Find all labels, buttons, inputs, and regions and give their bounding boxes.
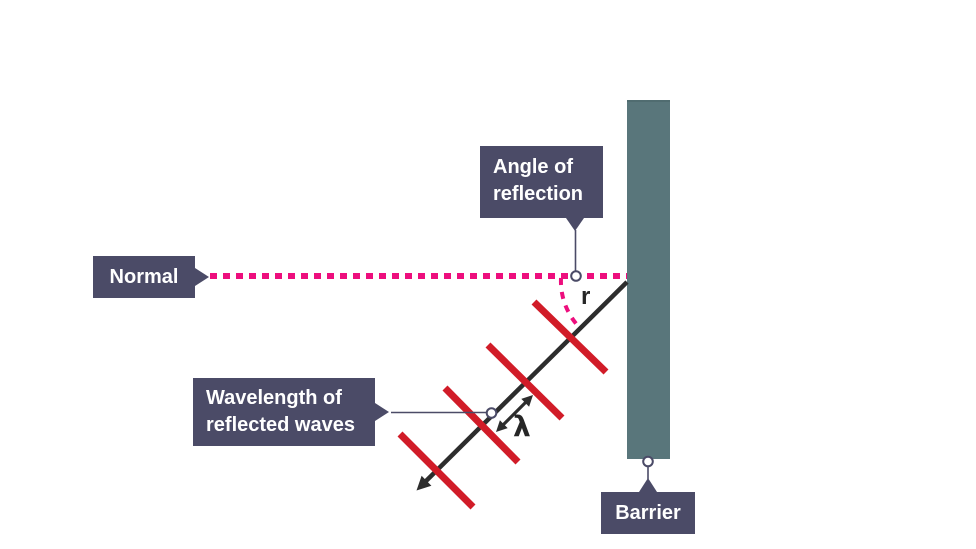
wavelength-label-line2: reflected waves: [206, 414, 355, 436]
wavefront-line-4: [397, 431, 476, 510]
wavelength-label-pointer: [375, 403, 389, 421]
angle-symbol-r: r: [581, 283, 590, 310]
lambda-arrow-line: [500, 399, 529, 428]
wavelength-label-line1: Wavelength of: [206, 387, 342, 409]
wavefront-line-2: [485, 342, 565, 421]
angle-label-line2: reflection: [493, 183, 584, 205]
connector-circle-barrier: [642, 455, 654, 468]
barrier-label: Barrier: [601, 478, 695, 534]
normal-label-text: Normal: [109, 266, 179, 288]
angle-arc: [558, 277, 583, 331]
lambda-arrowhead-down: [496, 420, 508, 432]
barrier-label-pointer: [639, 478, 657, 492]
lambda-arrowhead-up: [521, 395, 533, 407]
normal-label-pointer: [195, 268, 209, 286]
wavefront-line-3: [442, 385, 521, 465]
connector-circle-ray: [485, 407, 498, 419]
angle-of-reflection-label: Angle of reflection: [480, 146, 603, 231]
wavefront-line-1: [531, 299, 609, 375]
barrier-rect: [627, 100, 670, 459]
lambda-symbol: λ: [513, 410, 531, 443]
connector-circle-normal: [570, 270, 582, 282]
angle-label-line1: Angle of: [493, 156, 573, 178]
ray-arrowhead: [416, 475, 432, 491]
angle-label-pointer: [566, 218, 584, 231]
barrier-label-text: Barrier: [615, 502, 681, 524]
wavelength-label: Wavelength of reflected waves: [193, 378, 389, 446]
normal-label: Normal: [93, 256, 209, 298]
